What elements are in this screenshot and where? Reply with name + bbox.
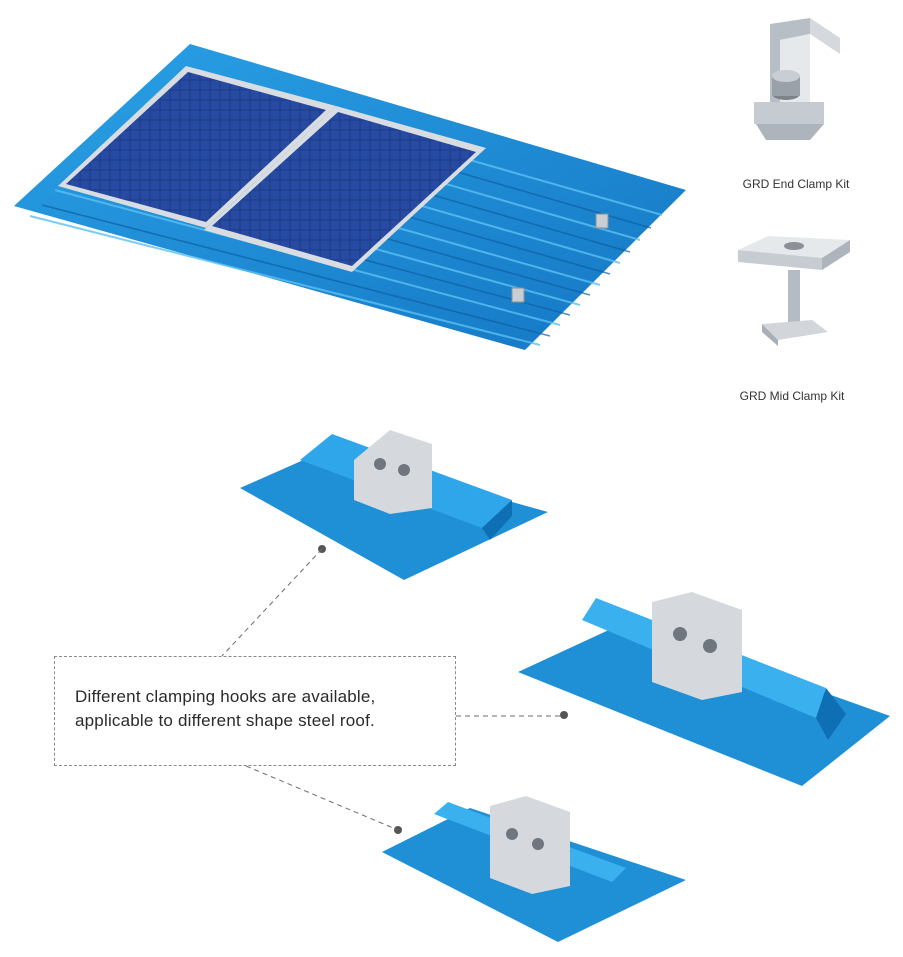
solar-roof-illustration: [14, 44, 686, 350]
solar-panel-left: [58, 66, 336, 228]
end-clamp-icon: [754, 18, 840, 140]
anchor-dot-2: [560, 711, 568, 719]
callout-text: Different clamping hooks are available, …: [75, 685, 375, 733]
rib-roof-hook: [518, 592, 890, 786]
solar-panel-right: [204, 106, 486, 272]
callout-line-1: Different clamping hooks are available,: [75, 687, 376, 706]
callout-box: Different clamping hooks are available, …: [54, 656, 456, 766]
end-clamp-caption: GRD End Clamp Kit: [742, 177, 850, 191]
mid-clamp-icon: [738, 236, 850, 346]
standing-seam-roof-hook: [382, 796, 686, 942]
callout-line-2: applicable to different shape steel roof…: [75, 711, 375, 730]
trapezoidal-roof-hook: [240, 430, 548, 580]
mid-clamp-caption: GRD Mid Clamp Kit: [739, 389, 845, 403]
